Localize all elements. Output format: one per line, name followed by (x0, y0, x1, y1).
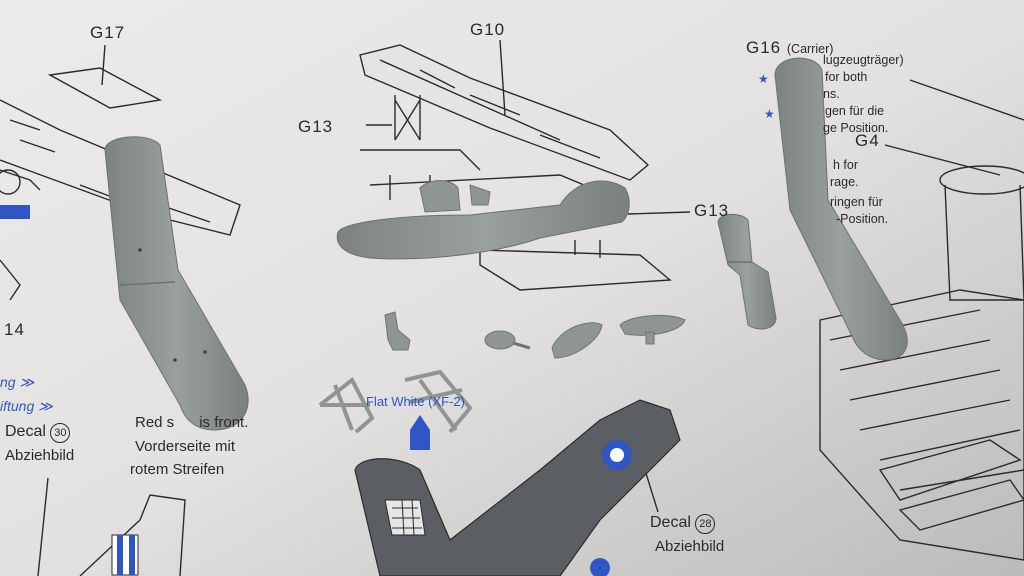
flat-white-note: Flat White (XF-2) (366, 394, 465, 409)
svg-text:★: ★ (758, 72, 769, 86)
decal-28-label: Decal 28 (650, 514, 716, 534)
small-parts (384, 311, 686, 359)
part-label-g13-right: G13 (694, 201, 730, 220)
bottom-left-aircraft-drawing (79, 494, 186, 576)
part-label-g10: G10 (470, 20, 506, 39)
abziehbild-right: Abziehbild (655, 538, 725, 555)
decal-30-number: 30 (50, 423, 71, 443)
decal-30-label: Decal 30 (5, 423, 71, 443)
abziehbild-left: Abziehbild (5, 447, 75, 464)
carrier-deck-drawing (819, 165, 1024, 561)
instruction-text-right-9: -Position. (836, 212, 889, 226)
left-biplane-drawing (0, 67, 241, 301)
decal-28-number: 28 (695, 514, 716, 534)
decal-aircraft (354, 399, 681, 576)
blue-heading-2: iftung ≫ (0, 398, 53, 414)
rotem-streifen-note: rotem Streifen (130, 461, 225, 478)
decal-28-text: Decal (650, 514, 691, 531)
instruction-text-right-8: ringen für (830, 195, 883, 209)
instruction-text-right-7: rage. (830, 175, 859, 189)
decal-30-text: Decal (5, 423, 46, 440)
part-label-g4: G4 (855, 131, 880, 150)
instruction-text-right-3: ns. (823, 87, 840, 101)
blue-heading-1: ng ≫ (0, 374, 35, 390)
wing-part-left (104, 136, 249, 431)
step-number-14: 14 (4, 320, 25, 339)
red-stripe-note: Red s is front. (135, 414, 249, 431)
instruction-text-right-5: ge Position. (823, 121, 889, 135)
svg-text:★: ★ (764, 107, 775, 121)
fuselage-part (336, 180, 630, 260)
g16-code: G16 (746, 38, 782, 57)
wing-part-right (774, 57, 908, 361)
part-label-g13-left: G13 (298, 117, 334, 136)
instruction-text-right-2: for both (825, 70, 868, 84)
instruction-text-right-4: gen für die (825, 104, 885, 118)
instruction-text-right-1: lugzeugträger) (823, 53, 904, 67)
g16-carrier: (Carrier) (786, 42, 834, 56)
strut-parts (318, 369, 473, 434)
part-label-g16: G16 (Carrier) (746, 38, 833, 58)
vorderseite-note: Vorderseite mit (135, 438, 236, 455)
instruction-text-right-6: h for (833, 158, 859, 172)
tailplane-part (717, 213, 777, 330)
part-label-g17: G17 (90, 23, 126, 42)
